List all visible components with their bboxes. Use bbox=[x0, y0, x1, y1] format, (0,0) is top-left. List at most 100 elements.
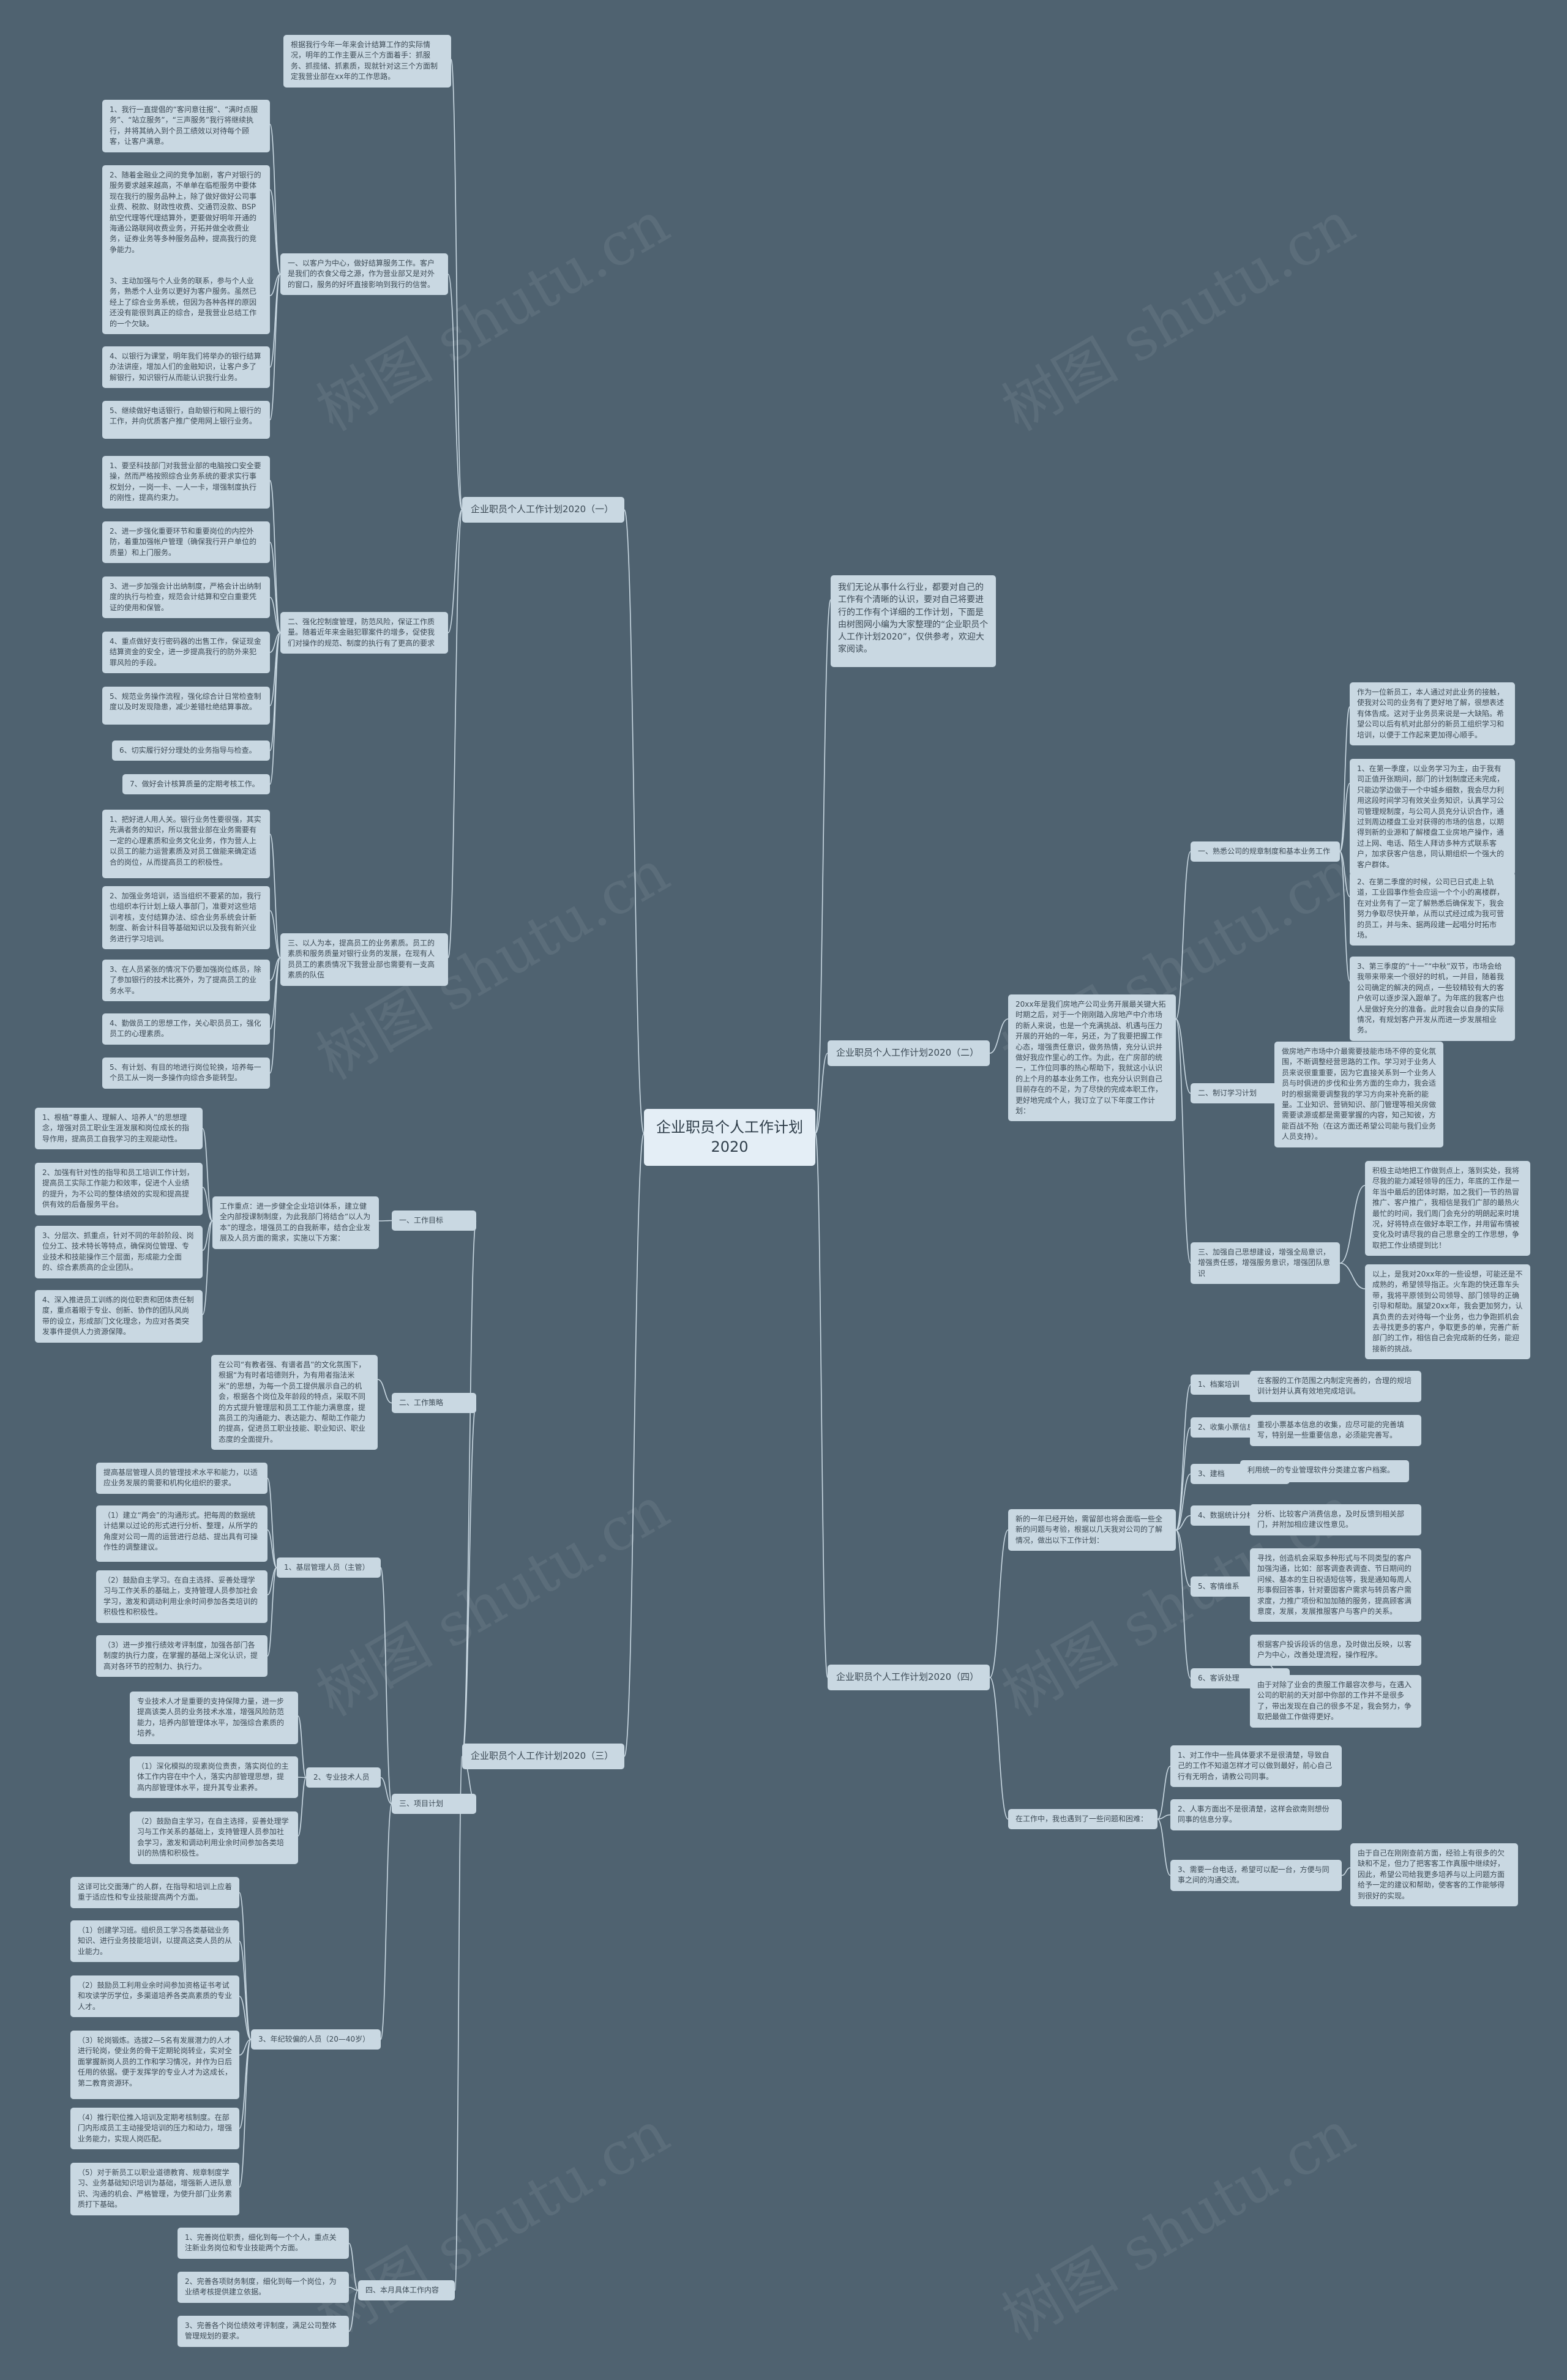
topic-node-b4[interactable]: 企业职员个人工作计划2020（四） bbox=[828, 1665, 990, 1690]
topic-node-b3c3c[interactable]: （2）鼓励员工利用业余时间参加资格证书考试和攻读学历学位，多渠道培养各类高素质的… bbox=[70, 1975, 239, 2018]
connector-b4b bbox=[989, 1677, 1009, 1820]
topic-node-b1b1[interactable]: 1、我行一直提倡的“客问意往报”、“满时点服务”、“站立服务”，“三声服务”我行… bbox=[102, 100, 270, 152]
topic-node-b4a4a[interactable]: 分析、比较客户消费信息，及时反馈到相关部门，并附加相应建议性意见。 bbox=[1250, 1504, 1421, 1535]
topic-node-b3c3f[interactable]: （5）对于新员工以职业道德教育、规章制度学习、业务基础知识培训为基础，增强新人进… bbox=[70, 2163, 239, 2215]
topic-node-b4b2[interactable]: 2、人事方面出不是很清楚，这样会欲南则想份同事的信息分享。 bbox=[1170, 1799, 1342, 1830]
connector-b3c2b bbox=[297, 1777, 307, 1778]
topic-node-b3[interactable]: 企业职员个人工作计划2020（三） bbox=[462, 1744, 624, 1769]
topic-node-b2b1[interactable]: 作为一位新员工，本人通过对此业务的接触，使我对公司的业务有了更好地了解，很想表述… bbox=[1350, 682, 1515, 745]
topic-node-b2a[interactable]: 20xx年是我们房地产公司业务开展最关键大拓时期之后，对于一个刚刚踏入房地产中介… bbox=[1008, 994, 1176, 1122]
topic-node-b3c3d[interactable]: （3）轮岗锻炼。选拔2—5名有发展潜力的人才进行轮岗，使业务的骨干定期轮岗转业，… bbox=[70, 2031, 239, 2099]
topic-node-b3c3e[interactable]: （4）推行职位推入培训及定期考核制度。在部门内形成员工主动接受培训的压力和动力，… bbox=[70, 2108, 239, 2150]
connector-b2b4 bbox=[1339, 851, 1350, 982]
connector-b3c3d bbox=[239, 2039, 252, 2056]
topic-node-b3c1b[interactable]: （1）建立“两会”的沟通形式。把每周的数据统计结果以过论的形式进行分析、整理，从… bbox=[96, 1505, 267, 1562]
topic-node-b3b[interactable]: 二、工作策略 bbox=[392, 1393, 476, 1414]
topic-node-b4b3[interactable]: 3、需要一台电话，希望可以配一台，方便与同事之间的沟通交流。 bbox=[1170, 1860, 1342, 1891]
connector-b3d2 bbox=[348, 2286, 359, 2291]
topic-node-b2d2[interactable]: 以上，是我对20xx年的一些设想，可能还是不成熟的，希望领导指正。火车跑的快还靠… bbox=[1365, 1264, 1530, 1360]
topic-node-b1b3[interactable]: 3、主动加强与个人业务的联系，参与个人业务，熟悉个人业务以更好为客户服务。虽然已… bbox=[102, 271, 270, 334]
connector-b1b2 bbox=[269, 189, 281, 275]
connector-b3c2 bbox=[380, 1777, 392, 1805]
topic-node-b2b4[interactable]: 3、第三季度的“十一”“中秋”双节，市场会给我带来带来一个很好的时机，一并目，随… bbox=[1350, 957, 1515, 1041]
topic-node-b3c2c[interactable]: （2）鼓励自主学习，在自主选择，妥善处理学习与工作关系的基础上，支持管理人员参加… bbox=[130, 1811, 298, 1864]
connector-intro bbox=[815, 599, 831, 1134]
topic-node-b2d1[interactable]: 积极主动地把工作做到点上，落到实处，我将尽我的能力减轻领导的压力，年底的工作是一… bbox=[1365, 1161, 1530, 1256]
topic-node-b3c2a[interactable]: 专业技术人才是重要的支持保障力量，进一步提高该类人员的业务技术水准，增强风险防范… bbox=[130, 1692, 298, 1744]
connector-b1d2 bbox=[269, 910, 281, 958]
topic-node-b4a2a[interactable]: 重视小票基本信息的收集，应尽可能的完善填写，特别是一些重要信息，必须能完善写。 bbox=[1250, 1415, 1421, 1446]
topic-node-b3c1a[interactable]: 提高基层管理人员的管理技术水平和能力，以适应业务发展的需要和机构化组织的要求。 bbox=[96, 1463, 267, 1494]
topic-node-b3c1c[interactable]: （2）鼓励自主学习。在自主选择、妥善处理学习与工作关系的基础上，支持管理人员参加… bbox=[96, 1570, 267, 1623]
connector-b4a5 bbox=[1175, 1529, 1191, 1587]
topic-node-b3c1d[interactable]: （3）进一步推行绩效考评制度，加强各部门各制度的执行力度，在掌握的基础上深化认识… bbox=[96, 1635, 267, 1677]
topic-node-b3b1[interactable]: 在公司“有教者强、有谱者昌”的文化氛围下，根据“为有时者培德则升，为有用者指法米… bbox=[211, 1355, 378, 1450]
connector-b4 bbox=[815, 1133, 828, 1678]
topic-node-b1c3[interactable]: 3、进一步加强会计出纳制度，严格会计出纳制度的执行与检查，规范会计结算和空白重要… bbox=[102, 576, 270, 619]
topic-node-b1[interactable]: 企业职员个人工作计划2020（一） bbox=[462, 497, 624, 523]
topic-node-b1c6[interactable]: 6、切实履行好分理处的业务指导与检查。 bbox=[112, 740, 270, 761]
topic-node-b1b5[interactable]: 5、继续做好电话银行，自助银行和网上银行的工作，并向优质客户推广使用网上银行业务… bbox=[102, 401, 270, 439]
topic-node-b4a6b[interactable]: 由于对除了业会的责服工作最容次参与，在遇入公司的职前的天对部中你部的工作并不是很… bbox=[1250, 1675, 1421, 1728]
topic-node-b3d[interactable]: 四、本月具体工作内容 bbox=[358, 2280, 455, 2301]
topic-node-b1b4[interactable]: 4、以银行为课堂，明年我们将举办的银行结算办法讲座，增加人们的金融知识，让客户多… bbox=[102, 346, 270, 389]
topic-node-b2c1[interactable]: 做房地产市场中介最需要技能市场不停的变化氛围，不断调整经营思路的工作。学习对于业… bbox=[1274, 1042, 1443, 1147]
topic-node-b3a4[interactable]: 4、深入推进员工训练的岗位职责和团体责任制度，重点着眼于专业、创新、协作的团队风… bbox=[35, 1290, 203, 1343]
topic-node-b2b3[interactable]: 2、在第二季度的时候，公司已日式走上轨道，工业园事作些会应运一个个小的离楼群，在… bbox=[1350, 872, 1515, 946]
topic-node-b3a0[interactable]: 工作重点：进一步健全企业培训体系，建立健全内部授课制制度，为此我部门将结合“以人… bbox=[212, 1196, 379, 1249]
connector-b4b3 bbox=[1157, 1818, 1171, 1876]
topic-node-b1d2[interactable]: 2、加强业务培训，适当组织不要紧的加，我行也组织本行计划上级人事部门，准要对这些… bbox=[102, 886, 270, 949]
topic-node-b2d[interactable]: 三、加强自己思想建设，增强全局意识，增强责任感，增强服务意识，增强团队意识 bbox=[1191, 1242, 1340, 1285]
topic-node-b4b3a[interactable]: 由于自己在刚刚查前方面，经验上有很多的欠缺和不足，但力了把客客工作真服中继续好，… bbox=[1350, 1843, 1518, 1906]
topic-node-b4a[interactable]: 新的一年已经开始，需留部也将会面临一些全新的问题与考验，根据以几天我对公司的了解… bbox=[1008, 1509, 1176, 1551]
topic-node-b4b1[interactable]: 1、对工作中一些具体要求不是很清楚，导致自己的工作不知道怎样才可以做到最好，前心… bbox=[1170, 1745, 1342, 1788]
topic-node-b4a5a[interactable]: 寻找，创造机会采取多种形式与不同类型的客户加强沟通，比如：部客调查表调查、节日期… bbox=[1250, 1548, 1421, 1622]
topic-node-b1d5[interactable]: 5、有计划、有目的地进行岗位轮换，培养每一个员工从一岗一多操作向综合多能转型。 bbox=[102, 1058, 270, 1089]
connector-b3c3c bbox=[239, 1996, 252, 2040]
topic-node-b3c1[interactable]: 1、基层管理人员（主管） bbox=[277, 1557, 381, 1578]
topic-node-b3c3b[interactable]: （1）创建学习班。组织员工学习各类基础业务知识、进行业务技能培训，以提高这类人员… bbox=[70, 1920, 239, 1963]
topic-node-b3c3a[interactable]: 这译可比交面薄广的人群，在指导和培训上应着重于适应性和专业技能提高两个方面。 bbox=[70, 1877, 239, 1908]
topic-node-b1c7[interactable]: 7、做好会计核算质量的定期考核工作。 bbox=[122, 774, 270, 795]
topic-node-b1c5[interactable]: 5、规范业务操作流程，强化综合计日常检查制度以及时发现隐患，减少差错杜绝结算事故… bbox=[102, 687, 270, 725]
topic-node-b1b[interactable]: 一、以客户为中心，做好结算服务工作。客户是我们的衣食父母之源，作为营业部又是对外… bbox=[280, 253, 448, 296]
topic-node-b1d1[interactable]: 1、把好进人用人关。银行业务性要很强，其实先满者务的知识，所以我营业部在业务需要… bbox=[102, 810, 270, 878]
topic-node-b2b2[interactable]: 1、在第一季度，以业务学习为主，由于我有司正值开张期间，部门的计划制度还未完成，… bbox=[1350, 759, 1515, 875]
topic-node-b3c2[interactable]: 2、专业技术人员 bbox=[306, 1767, 381, 1788]
topic-node-b3d1[interactable]: 1、完善岗位职责，细化到每一个个人，重点关注新业务岗位和专业技能两个方面。 bbox=[178, 2228, 349, 2259]
topic-node-b2b[interactable]: 一、熟悉公司的规章制度和基本业务工作 bbox=[1191, 841, 1340, 862]
topic-node-b1c2[interactable]: 2、进一步强化重要环节和重要岗位的内控外防，着重加强帐户管理（确保我行开户单位的… bbox=[102, 521, 270, 564]
topic-node-b3c[interactable]: 三、项目计划 bbox=[392, 1794, 476, 1815]
connector-b3c3b bbox=[239, 1941, 252, 2040]
topic-node-b4a3a[interactable]: 利用统一的专业管理软件分类建立客户档案。 bbox=[1240, 1460, 1409, 1482]
topic-node-b1d3[interactable]: 3、在人员紧张的情况下仍要加强岗位练员，除了参加银行的技术比赛外，为了提高员工的… bbox=[102, 960, 270, 1002]
topic-node-b3a[interactable]: 一、工作目标 bbox=[392, 1211, 476, 1231]
topic-node-b4a6a[interactable]: 根据客户投诉段诉的信息，及时做出反映，以客户为中心，改善处理流程，操作程序。 bbox=[1250, 1635, 1421, 1666]
topic-node-b3d2[interactable]: 2、完善各项财务制度，细化到每一个岗位，为业绩考核提供建立依据。 bbox=[178, 2272, 349, 2303]
topic-node-b3a1[interactable]: 1、根植“尊重人、理解人、培养人”的思想理念，增强对员工职业生涯发展和岗位成长的… bbox=[35, 1108, 203, 1150]
topic-node-b3a2[interactable]: 2、加强有针对性的指导和员工培训工作计划，提高员工实际工作能力和效率，促进个人业… bbox=[35, 1163, 203, 1215]
topic-node-b3a3[interactable]: 3、分层次、抓重点，针对不同的年龄阶段、岗位分工、技术特长等特点，确保岗位管理、… bbox=[35, 1226, 203, 1278]
connector-b4a1 bbox=[1175, 1384, 1191, 1531]
topic-node-b1c4[interactable]: 4、重点做好支行密码器的出售工作，保证现金结算资金的安全，进一步提高我行的防外来… bbox=[102, 632, 270, 674]
connector-b3c2a bbox=[297, 1715, 307, 1778]
connector-b3d1 bbox=[348, 2242, 359, 2291]
root-topic[interactable]: 企业职员个人工作计划2020 bbox=[644, 1109, 815, 1166]
topic-node-b2[interactable]: 企业职员个人工作计划2020（二） bbox=[828, 1040, 990, 1066]
topic-node-b3d3[interactable]: 3、完善各个岗位绩效考评制度，满足公司整体管理规划的要求。 bbox=[178, 2316, 349, 2347]
topic-node-b1a[interactable]: 根据我行今年一年来会计结算工作的实际情况，明年的工作主要从三个方面着手：抓服务、… bbox=[283, 35, 451, 88]
topic-node-b4b[interactable]: 在工作中，我也遇到了一些问题和困难： bbox=[1008, 1809, 1157, 1830]
topic-node-b4a1a[interactable]: 在客服的工作范围之内制定完善的，合理的规培训计划并认真有效地完成培训。 bbox=[1250, 1371, 1421, 1402]
topic-node-b1d[interactable]: 三、以人为本，提高员工的业务素质。员工的素质和服务质量对银行业务的发展，在现有人… bbox=[280, 933, 448, 986]
topic-node-intro[interactable]: 我们无论从事什么行业，都要对自己的工作有个清晰的认识，要对自己将要进行的工作有个… bbox=[831, 575, 996, 667]
topic-node-b1c[interactable]: 二、强化控制度管理，防范风险，保证工作质量。随着近年来金融犯罪案件的增多，促使我… bbox=[280, 612, 448, 654]
connector-b3c1a bbox=[267, 1477, 277, 1569]
connector-b3b1 bbox=[377, 1379, 392, 1404]
connector-b3b bbox=[462, 1402, 477, 1757]
topic-node-b1c1[interactable]: 1、要坚科技部门对我营业部的电脑按口安全要操，然而严格按照综合业务系统的要求实行… bbox=[102, 456, 270, 509]
topic-node-b1d4[interactable]: 4、勤做员工的思想工作，关心职员员工，强化员工的心理素质。 bbox=[102, 1013, 270, 1045]
connector-b3c2c bbox=[297, 1777, 307, 1837]
topic-node-b3c2b[interactable]: （1）深化模拟的现素岗位责责，落实岗位的主体工作内容在中个人，落实内部管理思想，… bbox=[130, 1756, 298, 1799]
topic-node-b3c3[interactable]: 3、年纪较偏的人员（20—40岁） bbox=[251, 2029, 381, 2050]
